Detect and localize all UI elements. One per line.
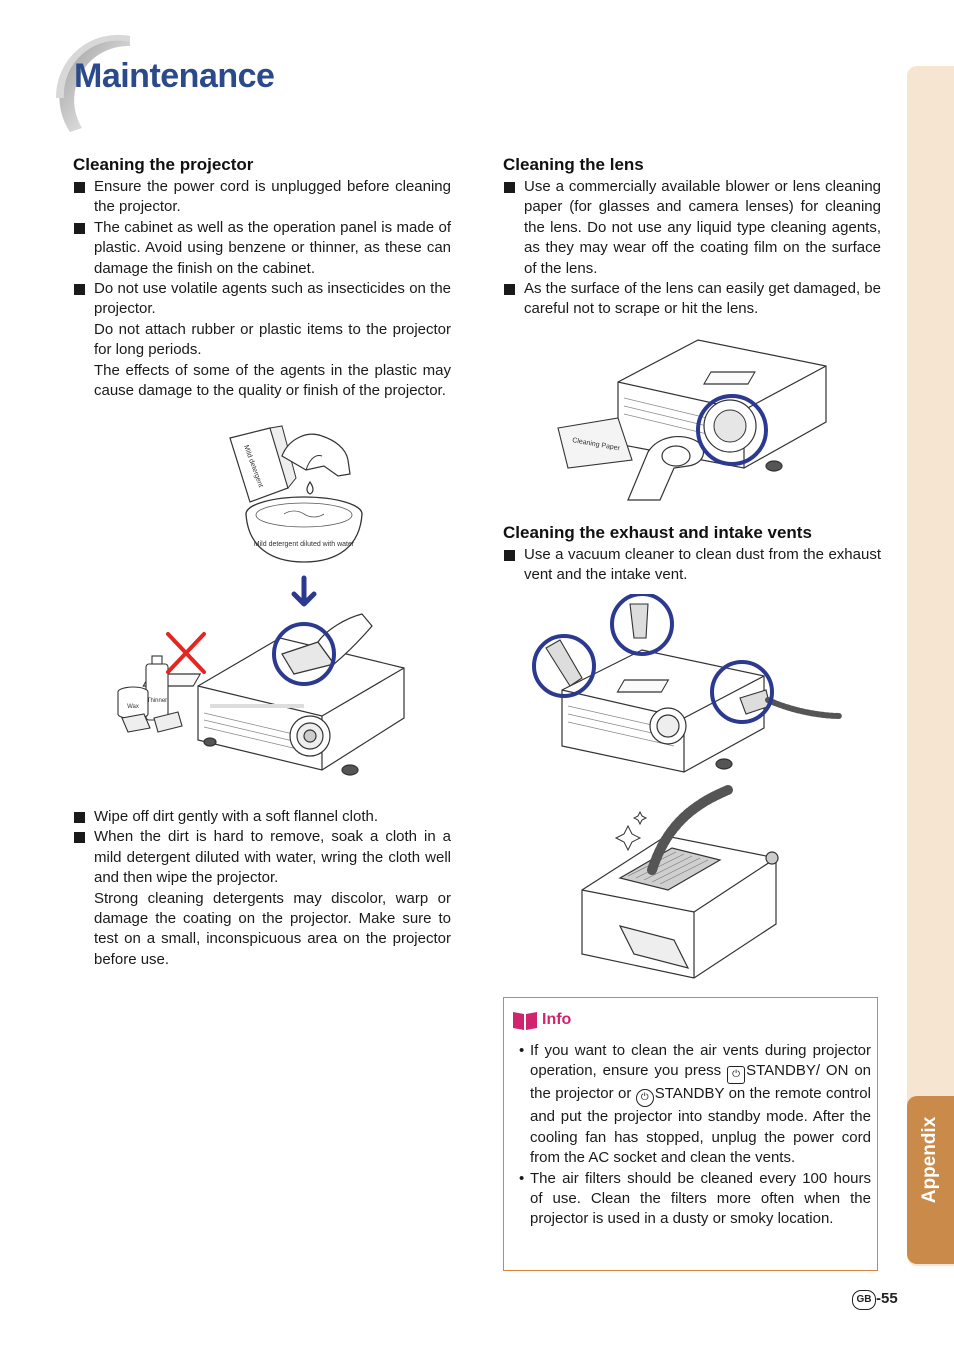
- standby-key-icon: ⏻: [727, 1066, 746, 1085]
- hand-icon: [627, 435, 705, 501]
- projector-bottom-icon: [581, 835, 779, 979]
- detergent-bottle-icon: Mild detergent: [229, 425, 297, 503]
- page-title: Maintenance: [74, 57, 275, 95]
- list-item: As the surface of the lens can easily ge…: [503, 279, 881, 320]
- list-item: Use a vacuum cleaner to clean dust from …: [503, 545, 881, 586]
- list-item-continuation: The effects of some of the agents in the…: [94, 361, 451, 400]
- vent-cleaning-illustration: [532, 594, 843, 979]
- cleaning-projector-list: Ensure the power cord is unplugged befor…: [73, 177, 451, 401]
- info-item-text: STANDBY on the remote control and put th…: [530, 1085, 871, 1167]
- list-item: Wipe off dirt gently with a soft flannel…: [73, 807, 451, 827]
- vacuum-nozzle-icon: [545, 603, 771, 715]
- wax-label: Wax: [127, 704, 139, 710]
- side-tab-label: Appendix: [919, 1116, 940, 1204]
- info-item-text: STANDBY/ ON on the projector or: [530, 1062, 872, 1103]
- side-tab-background: [907, 66, 954, 1266]
- cleaning-paper-icon: Cleaning Paper: [557, 417, 633, 469]
- page-number: GB-55: [852, 1290, 898, 1310]
- cleaning-projector-heading: Cleaning the projector: [73, 155, 254, 174]
- cleaning-projector-list-bottom: Wipe off dirt gently with a soft flannel…: [73, 807, 451, 970]
- list-item-continuation: Do not attach rubber or plastic items to…: [94, 320, 451, 359]
- list-item: Do not use volatile agents such as insec…: [73, 279, 451, 320]
- cleaning-lens-heading: Cleaning the lens: [503, 155, 644, 174]
- region-badge: GB: [852, 1290, 876, 1310]
- projector-wiping-illustration: Mild detergent Mild detergent diluted wi…: [117, 425, 405, 776]
- list-item: Use a commercially available blower or l…: [503, 177, 881, 279]
- list-item-continuation: Strong cleaning detergents may discolor,…: [94, 889, 451, 968]
- info-list: If you want to clean the air vents durin…: [519, 1041, 871, 1230]
- header-swirl-decoration: [55, 34, 130, 132]
- info-item: If you want to clean the air vents durin…: [519, 1041, 871, 1169]
- hose-icon: [647, 785, 733, 875]
- highlight-circle: [610, 594, 674, 656]
- page-number-text: -55: [876, 1290, 898, 1307]
- book-icon: [513, 1012, 537, 1030]
- cleaning-vents-list: Use a vacuum cleaner to clean dust from …: [503, 545, 881, 586]
- list-item: Ensure the power cord is unplugged befor…: [73, 177, 451, 218]
- lens-cleaning-illustration: Cleaning Paper: [557, 339, 827, 501]
- highlight-circle: [532, 634, 596, 698]
- wax-can-icon: Wax: [117, 686, 183, 733]
- bowl-icon: Mild detergent diluted with water: [245, 496, 363, 563]
- highlight-circle: [696, 394, 768, 466]
- thinner-label: Thinner: [147, 698, 167, 704]
- cross-icon: [166, 632, 206, 674]
- sparkle-icon: [614, 810, 648, 852]
- standby-remote-icon: ⏻: [635, 1089, 654, 1108]
- highlight-circle: [272, 622, 336, 686]
- side-tab-appendix[interactable]: Appendix: [907, 1096, 954, 1264]
- projector-icon: [142, 637, 405, 776]
- cleaning-lens-list: Use a commercially available blower or l…: [503, 177, 881, 320]
- arrow-down-icon: [291, 575, 317, 607]
- info-title: Info: [542, 1011, 572, 1028]
- info-item-text: If you want to clean the air vents durin…: [530, 1042, 871, 1080]
- list-item: The cabinet as well as the operation pan…: [73, 218, 451, 279]
- hose-icon: [765, 697, 843, 719]
- thinner-can-icon: Thinner: [145, 655, 169, 721]
- list-item: When the dirt is hard to remove, soak a …: [73, 827, 451, 888]
- cleaning-vents-heading: Cleaning the exhaust and intake vents: [503, 523, 812, 542]
- hand-icon: [281, 433, 351, 477]
- bowl-label: Mild detergent diluted with water: [254, 541, 355, 548]
- info-item: The air filters should be cleaned every …: [519, 1169, 871, 1230]
- info-box: Info If you want to clean the air vents …: [503, 997, 878, 1271]
- highlight-circle: [710, 660, 774, 724]
